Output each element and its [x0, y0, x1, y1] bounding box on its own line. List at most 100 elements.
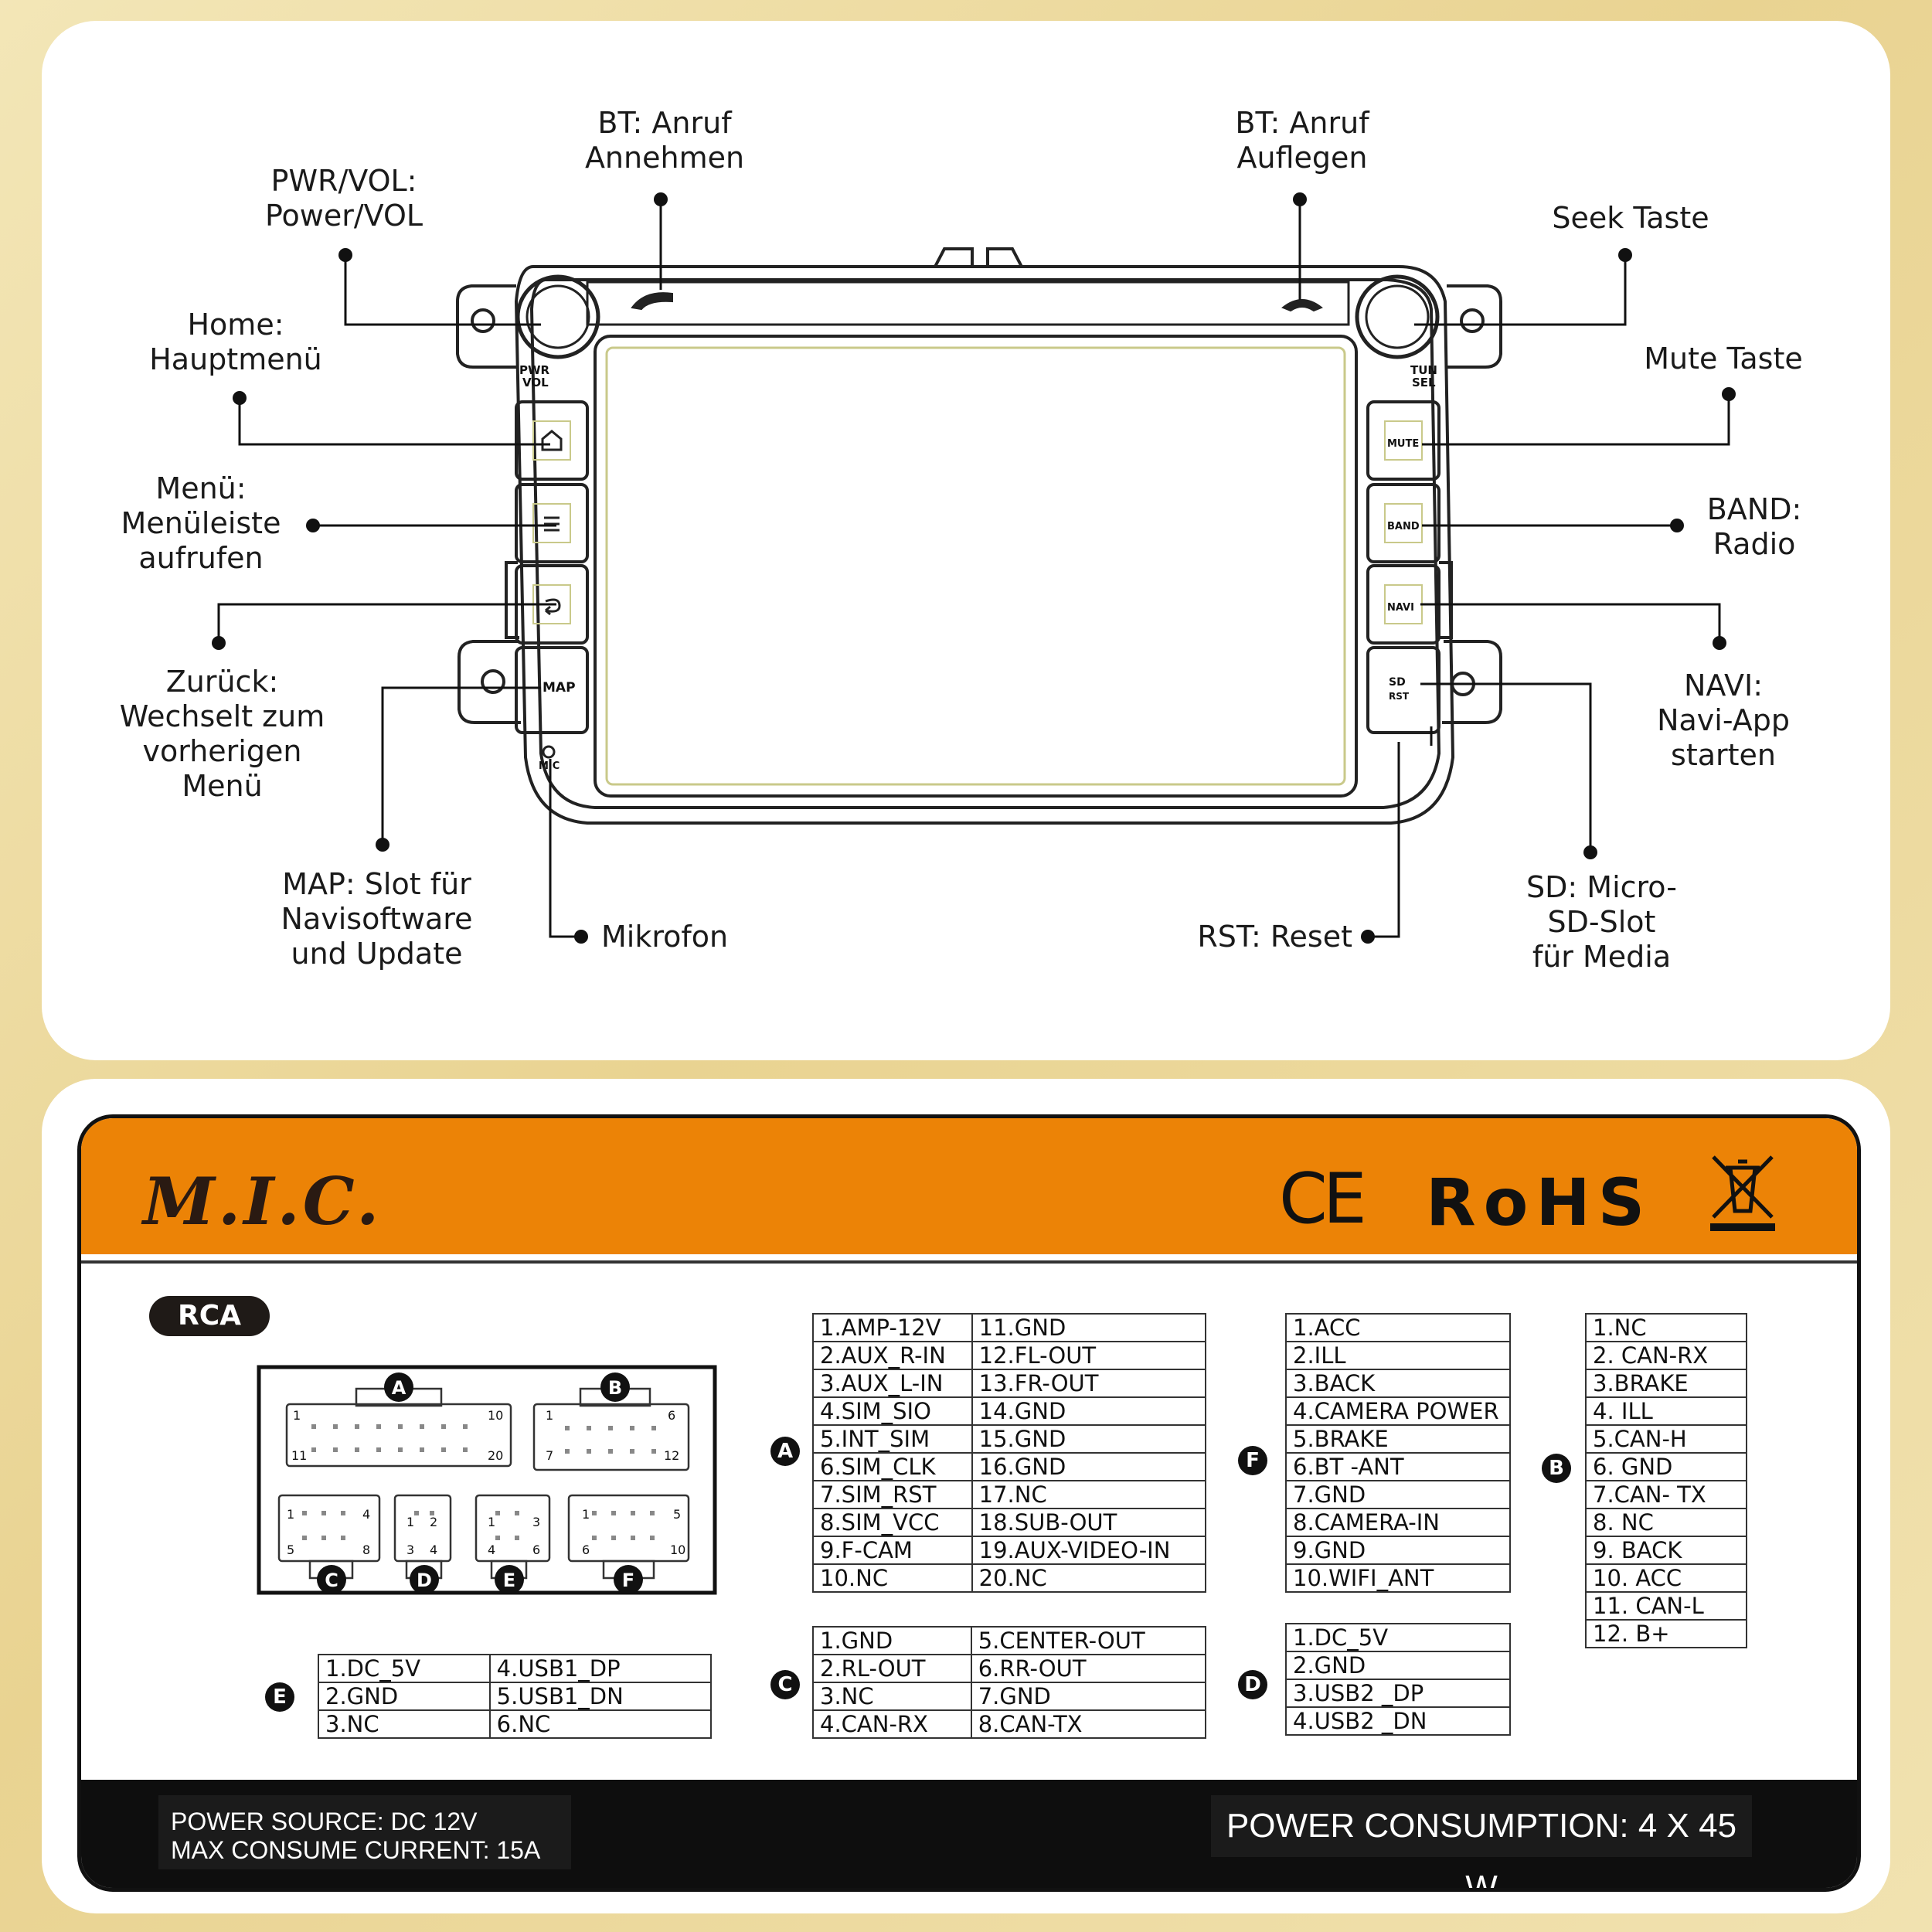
pin-f-1: 1: [582, 1507, 590, 1522]
table-f-badge: F: [1238, 1446, 1267, 1475]
table-row: 5.BRAKE: [1285, 1424, 1511, 1454]
pin-cell: 12. B+: [1585, 1619, 1747, 1648]
table-d-badge: D: [1238, 1670, 1267, 1699]
pin-c-5: 5: [287, 1543, 294, 1557]
pin-cell: 11. CAN-L: [1585, 1591, 1747, 1621]
pin-cell: 2.RL-OUT: [812, 1654, 972, 1683]
svg-text:RST: RST: [1389, 691, 1410, 702]
ce-mark: CE: [1279, 1158, 1367, 1240]
connector-letter-a: A: [392, 1377, 406, 1399]
label-home: Home:Hauptmenü: [149, 308, 322, 376]
pin-cell: 3.BACK: [1285, 1369, 1511, 1398]
connector-letter-b: B: [608, 1377, 622, 1399]
pin-b-12: 12: [664, 1448, 679, 1463]
svg-text:SD: SD: [1389, 676, 1406, 689]
pin-cell: 4.CAN-RX: [812, 1709, 972, 1739]
pin-cell: 7.SIM_RST: [812, 1480, 973, 1509]
pin-cell: 6.SIM_CLK: [812, 1452, 973, 1481]
pin-cell: 4.CAMERA POWER: [1285, 1396, 1511, 1426]
table-row: 9. BACK: [1585, 1536, 1747, 1565]
pin-cell: 10.WIFI_ANT: [1285, 1563, 1511, 1593]
label-seek: Seek Taste: [1552, 201, 1709, 235]
pin-cell: 18.SUB-OUT: [971, 1508, 1207, 1537]
pin-e-1: 1: [488, 1515, 495, 1529]
pin-cell: 3.USB2 _DP: [1285, 1679, 1511, 1708]
pin-cell: 7.CAN- TX: [1585, 1480, 1747, 1509]
label-band: BAND:Radio: [1706, 492, 1802, 561]
table-row: 8. NC: [1585, 1508, 1747, 1537]
svg-text:NAVI: NAVI: [1387, 602, 1414, 614]
table-row: 6.BT -ANT: [1285, 1452, 1511, 1481]
table-row: 2.GND: [1285, 1651, 1511, 1680]
pin-cell: 3.NC: [318, 1709, 491, 1739]
pin-d-1: 1: [406, 1515, 414, 1529]
pin-cell: 6.BT -ANT: [1285, 1452, 1511, 1481]
pin-b-7: 7: [546, 1448, 553, 1463]
connector-letter-f: F: [622, 1570, 634, 1591]
pin-cell: 7.GND: [970, 1682, 1207, 1711]
pin-cell: 8.CAMERA-IN: [1285, 1508, 1511, 1537]
table-row: 7.GND: [1285, 1480, 1511, 1509]
pin-cell: 1.ACC: [1285, 1313, 1511, 1342]
pin-cell: 12.FL-OUT: [971, 1341, 1207, 1370]
table-row: 11. CAN-L: [1585, 1591, 1747, 1621]
power-source-box: POWER SOURCE: DC 12V MAX CONSUME CURRENT…: [158, 1795, 571, 1869]
pin-cell: 5.INT_SIM: [812, 1424, 973, 1454]
table-row: 12. B+: [1585, 1619, 1747, 1648]
pin-a-10: 10: [488, 1408, 503, 1423]
table-row: 4.CAMERA POWER: [1285, 1396, 1511, 1426]
pin-a-1: 1: [293, 1408, 301, 1423]
svg-text:VOL: VOL: [522, 376, 549, 389]
pin-cell: 1.AMP-12V: [812, 1313, 973, 1342]
pin-cell: 5.CAN-H: [1585, 1424, 1747, 1454]
table-e-badge: E: [265, 1682, 294, 1712]
pin-cell: 6.RR-OUT: [970, 1654, 1207, 1683]
connector-letter-d: D: [417, 1570, 432, 1591]
power-consumption-box: POWER CONSUMPTION: 4 X 45 W: [1211, 1795, 1752, 1888]
pin-cell: 4. ILL: [1585, 1396, 1747, 1426]
mic-logo: M.I.C.: [143, 1163, 383, 1240]
pin-cell: 1.DC_5V: [318, 1654, 491, 1683]
table-row: 3.BRAKE: [1585, 1369, 1747, 1398]
pin-cell: 9.F-CAM: [812, 1536, 973, 1565]
connector-diagram: 1 10 11 20 1 6 7 12 1 4 5 8 1 2 3 4 1 3 …: [257, 1365, 717, 1595]
pin-cell: 5.BRAKE: [1285, 1424, 1511, 1454]
pin-b-6: 6: [668, 1408, 675, 1423]
table-row: 4.USB2 _DN: [1285, 1706, 1511, 1736]
table-row: 7.CAN- TX: [1585, 1480, 1747, 1509]
pin-cell: 13.FR-OUT: [971, 1369, 1207, 1398]
pin-cell: 4.SIM_SIO: [812, 1396, 973, 1426]
pin-cell: 2. CAN-RX: [1585, 1341, 1747, 1370]
label-mic: Mikrofon: [601, 920, 729, 954]
pin-cell: 17.NC: [971, 1480, 1207, 1509]
pin-b-1: 1: [546, 1408, 553, 1423]
power-source-text: POWER SOURCE: DC 12V: [171, 1808, 478, 1835]
pin-cell: 3.BRAKE: [1585, 1369, 1747, 1398]
rca-badge: RCA: [149, 1296, 270, 1336]
pin-d-4: 4: [430, 1543, 437, 1557]
table-row: 10.WIFI_ANT: [1285, 1563, 1511, 1593]
label-pwr-vol: PWR/VOL:Power/VOL: [264, 164, 423, 233]
pin-d-3: 3: [406, 1543, 414, 1557]
connector-letter-c: C: [325, 1570, 338, 1591]
table-row: 1.DC_5V: [1285, 1623, 1511, 1652]
pin-cell: 5.CENTER-OUT: [970, 1626, 1207, 1655]
pin-cell: 1.NC: [1585, 1313, 1747, 1342]
pin-cell: 7.GND: [1285, 1480, 1511, 1509]
pin-cell: 4.USB1_DP: [488, 1654, 713, 1683]
max-current-text: MAX CONSUME CURRENT: 15A: [171, 1836, 541, 1864]
